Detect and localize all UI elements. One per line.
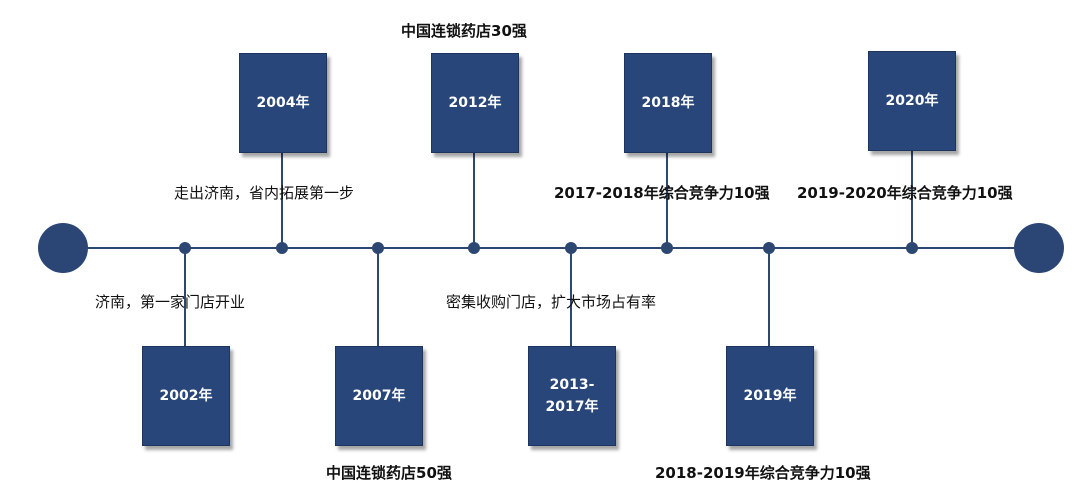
- connector-2018: [666, 150, 668, 248]
- caption-2007: 中国连锁药店50强: [326, 464, 452, 482]
- caption-2013-2017: 密集收购门店，扩大市场占有率: [446, 293, 657, 311]
- connector-2004: [281, 150, 283, 248]
- axis-dot-2020: [906, 242, 918, 254]
- connector-2002: [184, 248, 186, 346]
- year-box-2018: 2018年: [624, 53, 712, 153]
- timeline-axis: [70, 247, 1040, 249]
- caption-2012: 中国连锁药店30强: [401, 22, 527, 40]
- caption-2019: 2018-2019年综合竞争力10强: [655, 464, 871, 482]
- caption-2004: 走出济南，省内拓展第一步: [174, 184, 355, 202]
- year-box-2007: 2007年: [335, 346, 423, 446]
- connector-2019: [768, 248, 770, 346]
- caption-2018: 2017-2018年综合竞争力10强: [554, 184, 770, 202]
- axis-dot-2018: [661, 242, 673, 254]
- year-box-2020: 2020年: [868, 51, 956, 151]
- year-box-2019: 2019年: [726, 346, 814, 446]
- year-box-2013-2017: 2013- 2017年: [528, 346, 616, 446]
- connector-2020: [911, 148, 913, 248]
- axis-dot-2004: [276, 242, 288, 254]
- connector-2013-2017: [570, 248, 572, 346]
- timeline-end-cap: [1014, 223, 1064, 273]
- year-box-2002: 2002年: [142, 346, 230, 446]
- connector-2012: [473, 150, 475, 248]
- year-box-2004: 2004年: [239, 53, 327, 153]
- caption-2020: 2019-2020年综合竞争力10强: [797, 184, 1013, 202]
- axis-dot-2012: [468, 242, 480, 254]
- timeline-start-cap: [38, 223, 88, 273]
- caption-2002: 济南，第一家门店开业: [95, 293, 246, 311]
- connector-2007: [377, 248, 379, 346]
- year-box-2012: 2012年: [431, 53, 519, 153]
